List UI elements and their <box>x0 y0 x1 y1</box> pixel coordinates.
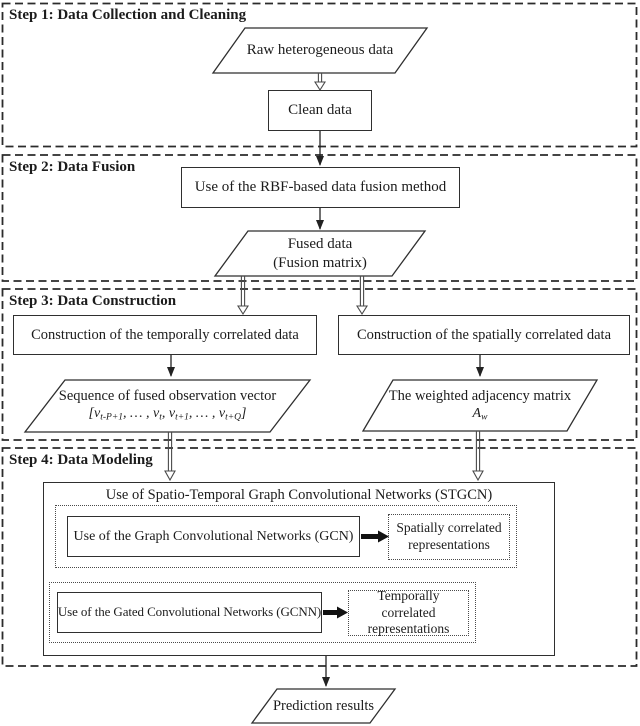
hollow-arrow-fused-to-spatial <box>356 276 368 316</box>
adjacency-matrix-label: The weighted adjacency matrix Aw <box>363 380 597 431</box>
rbf-fusion-box: Use of the RBF-based data fusion method <box>181 167 460 208</box>
stgcn-title: Use of Spatio-Temporal Graph Convolution… <box>105 486 493 503</box>
sequence-vector-line1: Sequence of fused observation vector <box>58 388 277 405</box>
step4-title: Step 4: Data Modeling <box>9 452 153 468</box>
fused-data-line1: Fused data <box>287 235 353 252</box>
step3-dashed-box <box>1 288 638 441</box>
step4-dashed-box <box>1 447 638 667</box>
step2-title: Step 2: Data Fusion <box>9 159 136 175</box>
gcnn-box: Use of the Gated Convolutional Networks … <box>57 592 322 633</box>
gcnn-row-dotted-box <box>49 582 476 643</box>
prediction-results-label: Prediction results <box>272 697 375 714</box>
adjacency-matrix-symbol: Aw <box>472 405 488 423</box>
hollow-arrow-fused-to-temporal <box>237 276 249 316</box>
temporal-construction-box: Construction of the temporally correlate… <box>13 315 317 355</box>
spatial-construction-box: Construction of the spatially correlated… <box>338 315 630 355</box>
adjacency-parallelogram <box>361 379 599 432</box>
thick-arrow-gcnn-to-temporal <box>323 606 348 619</box>
sequence-parallelogram <box>23 379 312 433</box>
temporal-representations-line2: representations <box>367 621 450 637</box>
fused-data-line2: (Fusion matrix) <box>273 254 367 271</box>
step3-title: Step 3: Data Construction <box>9 293 177 309</box>
gcn-box: Use of the Graph Convolutional Networks … <box>67 516 360 557</box>
fused-data-parallelogram <box>213 230 427 277</box>
prediction-parallelogram <box>250 688 397 724</box>
spatial-representations-box: Spatially correlated representations <box>388 514 510 560</box>
hollow-arrow-adjacency-to-stgcn <box>472 431 484 482</box>
spatial-representations-line2: representations <box>408 537 490 552</box>
sequence-vector-math: [vt-P+1, … , vt, vt+1, … , vt+Q] <box>88 406 247 423</box>
adjacency-matrix-line1: The weighted adjacency matrix <box>388 387 572 404</box>
temporal-representations-box: Temporally correlated representations <box>348 587 469 637</box>
hollow-arrow-raw-to-clean <box>314 73 326 92</box>
sequence-vector-label: Sequence of fused observation vector [vt… <box>25 380 310 432</box>
spatial-representations-line1: Spatially correlated <box>396 520 502 536</box>
raw-data-parallelogram <box>211 27 429 74</box>
stgcn-box <box>43 482 555 656</box>
hollow-arrow-sequence-to-stgcn <box>164 432 176 482</box>
raw-data-label: Raw heterogeneous data <box>246 42 394 59</box>
fused-data-label: Fused data (Fusion matrix) <box>215 231 425 276</box>
gcn-row-dotted-box <box>55 505 517 568</box>
thick-arrow-gcn-to-spatial <box>361 530 389 543</box>
clean-data-box: Clean data <box>268 90 372 131</box>
step1-title: Step 1: Data Collection and Cleaning <box>9 7 247 23</box>
temporal-representations-line1: Temporally correlated <box>377 587 440 620</box>
